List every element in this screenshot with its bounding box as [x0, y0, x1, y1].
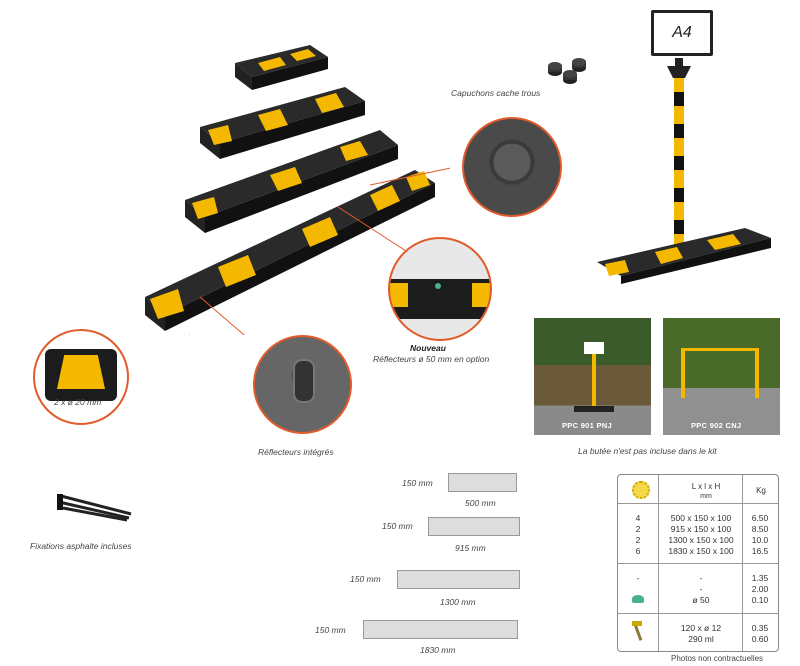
cap-detail-zoom — [462, 117, 562, 217]
reflectors-option-label: Réflecteurs ø 50 mm en option — [373, 354, 490, 364]
integrated-reflectors-zoom — [253, 335, 352, 434]
sign-post-stop — [597, 58, 771, 284]
header-dims: L x l x H — [691, 482, 721, 491]
end-holes-zoom — [33, 329, 129, 425]
a4-sign: A4 — [651, 10, 713, 56]
size-4-length: 1830 mm — [420, 645, 456, 655]
size-4-bar — [363, 620, 518, 639]
wheel-stops-illustration — [145, 45, 450, 335]
size-1-width: 150 mm — [402, 478, 433, 488]
size-1-length: 500 mm — [465, 498, 496, 508]
size-2-length: 915 mm — [455, 543, 486, 553]
size-2-width: 150 mm — [382, 521, 413, 531]
size-3-width: 150 mm — [350, 574, 381, 584]
reflector-icon — [632, 595, 644, 603]
wheel-stop-915 — [200, 87, 365, 159]
sun-icon — [632, 481, 650, 499]
nouveau-label: Nouveau — [410, 343, 446, 353]
size-1-bar — [448, 473, 517, 492]
photo-ppc-902: PPC 902 CNJ — [663, 318, 780, 435]
size-4-width: 150 mm — [315, 625, 346, 635]
photo-ppc-901-caption: PPC 901 PNJ — [562, 421, 612, 430]
photo-ppc-902-caption: PPC 902 CNJ — [691, 421, 742, 430]
size-3-length: 1300 mm — [440, 597, 476, 607]
hole-caps-image — [548, 58, 586, 84]
kit-note-label: La butée n'est pas incluse dans le kit — [578, 446, 717, 456]
header-unit: mm — [700, 493, 712, 500]
photo-ppc-901: PPC 901 PNJ — [534, 318, 651, 435]
wheel-stop-500 — [235, 45, 328, 90]
wheel-stop-1830 — [145, 170, 435, 331]
group2-qty: - — [636, 573, 640, 583]
header-weight: Kg — [756, 486, 766, 495]
wheel-stop-1300 — [185, 130, 398, 233]
photo-note-label: Photos non contractuelles — [671, 654, 764, 663]
size-3-bar — [397, 570, 520, 589]
asphalt-fixings-image — [57, 494, 132, 522]
caps-label: Capuchons cache trous — [451, 88, 541, 98]
hole-spec-label: 2 x ø 20 mm — [54, 397, 102, 407]
group2-dims: --ø 50 — [692, 573, 710, 605]
integrated-reflectors-label: Réflecteurs intégrés — [258, 447, 334, 457]
tools-icon — [630, 621, 646, 641]
size-2-bar — [428, 517, 520, 536]
fixations-label: Fixations asphalte incluses — [30, 541, 132, 551]
reflector-option-zoom — [388, 237, 492, 341]
